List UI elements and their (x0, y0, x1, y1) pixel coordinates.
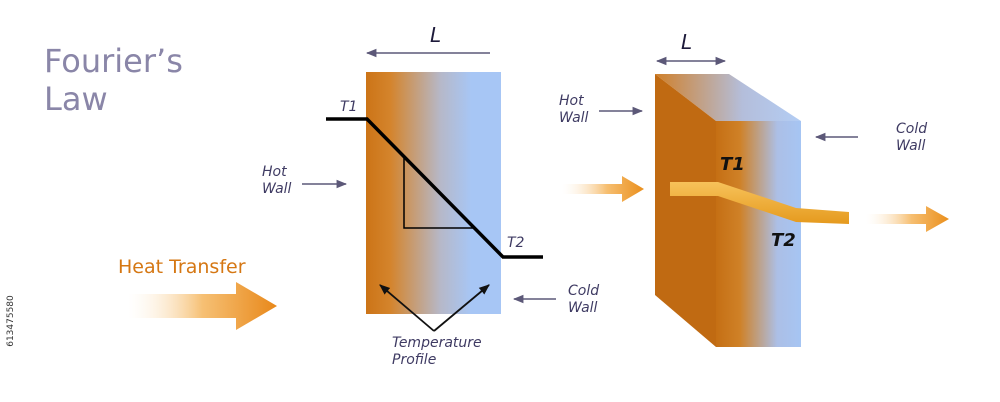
incoming-heat-arrow (562, 176, 644, 202)
right-t2-label: T2 (771, 230, 796, 251)
profile-pointer-right (433, 284, 490, 332)
left-cold-wall-line-2: Wall (568, 300, 598, 316)
right-length-label: L (681, 30, 693, 54)
right-hot-wall-line-2: Wall (559, 110, 589, 126)
wall-top-face (655, 74, 801, 121)
left-cold-wall-line-1: Cold (568, 283, 600, 299)
heat-transfer-arrow (128, 282, 277, 330)
left-wall (366, 72, 501, 314)
left-t1-label: T1 (340, 99, 358, 115)
temperature-bar (670, 182, 849, 224)
wall-front-face (716, 121, 801, 347)
profile-pointer-left (379, 284, 435, 332)
right-hot-wall-line-1: Hot (559, 93, 584, 109)
right-cold-wall-line-2: Wall (896, 138, 926, 154)
heat-transfer-label: Heat Transfer (118, 256, 246, 278)
side-credit: 613475580 (6, 295, 16, 347)
title-line-2: Law (44, 80, 108, 118)
outgoing-heat-arrow (866, 206, 949, 232)
wall-side-face (655, 74, 716, 347)
left-t2-label: T2 (507, 235, 525, 251)
left-temperature-profile (326, 117, 543, 259)
temperature-profile-line-2: Profile (392, 352, 437, 368)
left-hot-wall-line-1: Hot (262, 164, 287, 180)
title-line-1: Fourier’s (44, 42, 183, 80)
right-cold-wall-line-1: Cold (896, 121, 928, 137)
left-hot-wall-line-2: Wall (262, 181, 292, 197)
left-length-label: L (430, 23, 442, 47)
gradient-triangle (403, 158, 474, 229)
right-diagram (599, 56, 858, 347)
right-t1-label: T1 (720, 154, 745, 175)
left-diagram (302, 48, 556, 332)
temperature-profile-line-1: Temperature (392, 335, 482, 351)
